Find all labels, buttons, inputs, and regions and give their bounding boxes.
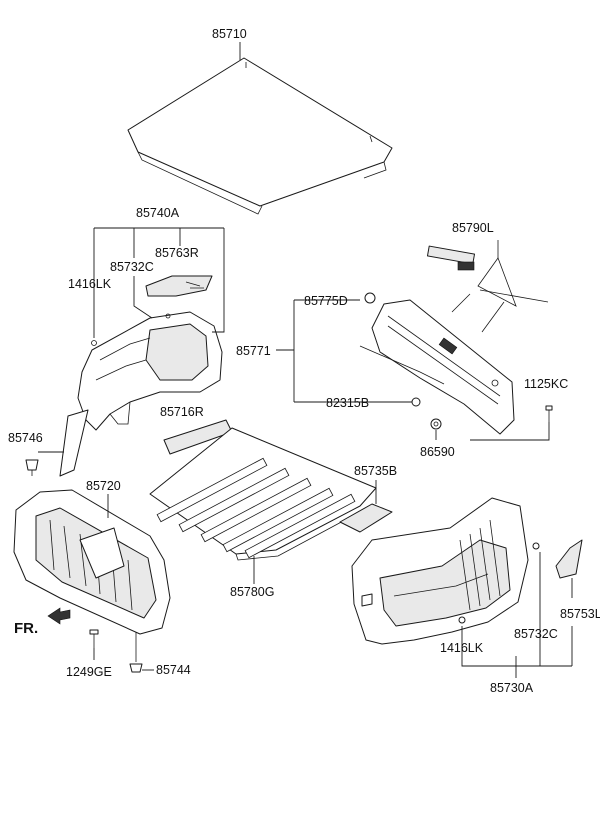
front-direction-arrow <box>47 607 71 625</box>
label-85780G: 85780G <box>230 585 274 599</box>
trunk-side-trim-left-85740A <box>77 311 223 431</box>
label-86590: 86590 <box>420 445 455 459</box>
label-85744: 85744 <box>156 663 191 677</box>
label-85753L: 85753L <box>560 607 600 621</box>
label-85740A: 85740A <box>136 206 180 220</box>
label-1416LK-right: 1416LK <box>440 641 484 655</box>
trim-cover-85763R <box>145 275 213 297</box>
front-label: FR. <box>14 620 38 637</box>
transverse-trim-85771 <box>359 292 515 435</box>
label-85710: 85710 <box>212 27 247 41</box>
package-tray-85710 <box>127 42 393 215</box>
clip-1416LK-right <box>458 616 466 624</box>
rear-trim-panel-85720 <box>13 489 171 635</box>
label-85790L: 85790L <box>452 221 494 235</box>
trunk-side-trim-right-85730A <box>351 497 583 645</box>
screw-1125KC <box>470 405 553 441</box>
label-1249GE: 1249GE <box>66 665 112 679</box>
label-85730A: 85730A <box>490 681 534 695</box>
clip-82315B <box>411 397 421 407</box>
label-1125KC: 1125KC <box>524 377 568 391</box>
label-85732C-left: 85732C <box>110 260 154 274</box>
label-1416LK-left: 1416LK <box>68 277 112 291</box>
label-85775D: 85775D <box>304 294 348 308</box>
clip-85746 <box>25 409 89 477</box>
panel-85735B <box>339 480 393 533</box>
label-85735B: 85735B <box>354 464 397 478</box>
leader-85730A <box>461 552 573 678</box>
label-85763R: 85763R <box>155 246 199 260</box>
label-85716R: 85716R <box>160 405 204 419</box>
nut-86590 <box>430 418 442 440</box>
leader-85740A <box>93 227 225 338</box>
floor-mat-85780G <box>149 427 377 584</box>
label-85771: 85771 <box>236 344 271 358</box>
label-82315B: 82315B <box>326 396 369 410</box>
clip-85744 <box>129 632 154 673</box>
screw-1249GE <box>89 629 99 660</box>
label-85720: 85720 <box>86 479 121 493</box>
leader-85732C-left <box>133 276 153 319</box>
label-85746: 85746 <box>8 431 43 445</box>
label-85732C-right: 85732C <box>514 627 558 641</box>
leader-85771 <box>276 299 412 403</box>
tool-kit-85790L <box>426 240 549 333</box>
